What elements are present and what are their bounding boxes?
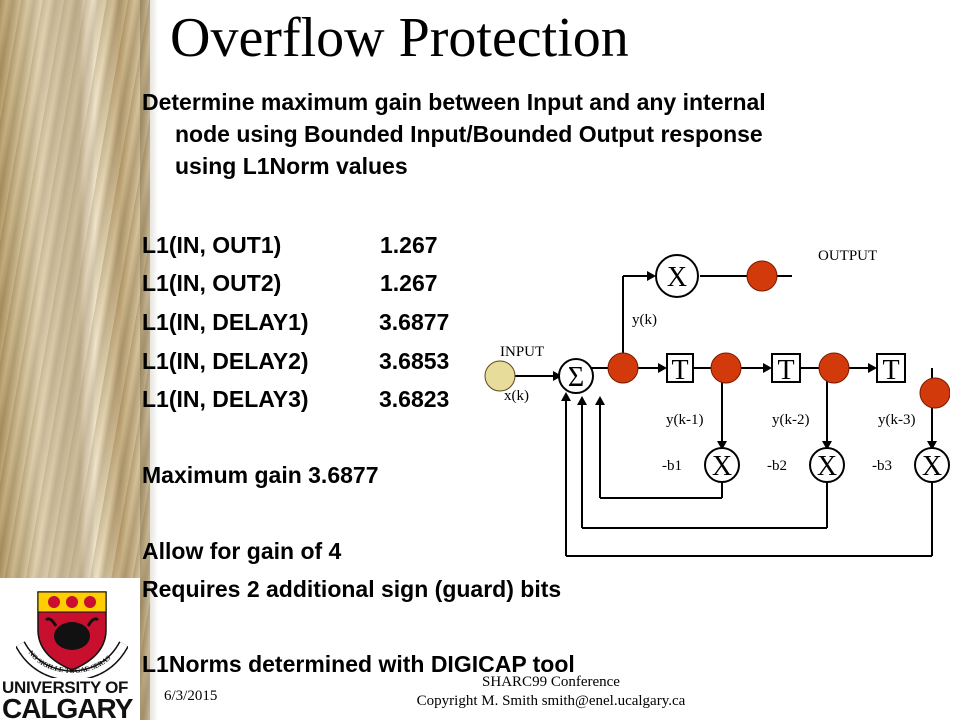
node-marker-delay3 [919,377,950,409]
filter-diagram: X OUTPUT y(k) INPUT x(k) Σ T T T y(k-1) … [484,248,950,557]
l1-label: L1(IN, OUT2) [142,270,282,296]
delay-box-2 [771,353,801,383]
logo-university-of: UNIVERSITY OF [2,678,129,697]
l1-label: L1(IN, DELAY1) [142,309,309,335]
l1-value: 3.6877 [379,309,450,335]
mult-symbol-b2: X [817,451,837,482]
l1-value: 3.6853 [379,348,450,374]
intro-paragraph: Determine maximum gain between Input and… [142,86,872,182]
footer-copyright: Copyright M. Smith smith@enel.ucalgary.c… [416,693,686,709]
b1-label: -b1 [662,458,682,474]
tool-text: L1Norms determined with DIGICAP tool [142,651,575,677]
guard-bits-text: Requires 2 additional sign (guard) bits [142,576,562,602]
delay-box-1 [666,353,694,383]
node-marker-yk [607,352,639,384]
l1-value: 3.6823 [379,386,450,412]
output-multiplier [655,254,699,298]
footer-conference: SHARC99 Conference Copyright M. Smith sm… [380,673,722,711]
delay-symbol-2: T [777,355,794,386]
yk1-label: y(k-1) [666,412,704,428]
footer-date: 6/3/2015 [164,688,218,704]
l1-value: 1.267 [380,232,438,258]
column-shadow [140,0,158,720]
b3-label: -b3 [872,458,892,474]
delay-box-3 [876,353,906,383]
output-mult-symbol: X [667,262,687,293]
node-marker-delay2 [818,352,850,384]
input-label: INPUT [500,344,544,360]
node-marker-output [746,260,778,292]
multiplier-b2 [809,447,845,483]
yk2-label: y(k-2) [772,412,810,428]
footer-conference-name: SHARC99 Conference [482,674,620,690]
university-logo: NO SIGILLE TOGAE SERAS UNIVERSITY OF CAL… [0,578,140,724]
intro-line-3: using L1Norm values [175,153,408,179]
sum-symbol: Σ [568,362,584,393]
mult-symbol-b1: X [712,451,732,482]
l1-label: L1(IN, OUT1) [142,232,282,258]
delay-symbol-1: T [671,355,688,386]
l1-value: 1.267 [380,270,438,296]
diagram-wires [508,275,933,557]
xk-label: x(k) [504,388,529,404]
l1-label: L1(IN, DELAY3) [142,386,309,412]
intro-line-2: node using Bounded Input/Bounded Output … [175,121,763,147]
input-node-marker [484,360,516,392]
b2-label: -b2 [767,458,787,474]
allow-gain-text: Allow for gain of 4 [142,538,342,564]
yk3-label: y(k-3) [878,412,916,428]
yk-label: y(k) [632,312,657,328]
multiplier-b1 [704,447,740,483]
output-label: OUTPUT [818,248,877,264]
max-gain-text: Maximum gain 3.6877 [142,462,379,488]
summation-node [558,358,594,394]
arrowheads [553,271,937,450]
logo-calgary: CALGARY [2,693,133,724]
delay-symbol-3: T [882,355,899,386]
multiplier-b3 [914,447,950,483]
intro-line-1: Determine maximum gain between Input and… [142,89,766,115]
l1-label: L1(IN, DELAY2) [142,348,309,374]
page-title: Overflow Protection [170,7,629,69]
mult-symbol-b3: X [922,451,942,482]
crest-icon: NO SIGILLE TOGAE SERAS [16,591,128,678]
node-marker-delay1 [710,352,742,384]
